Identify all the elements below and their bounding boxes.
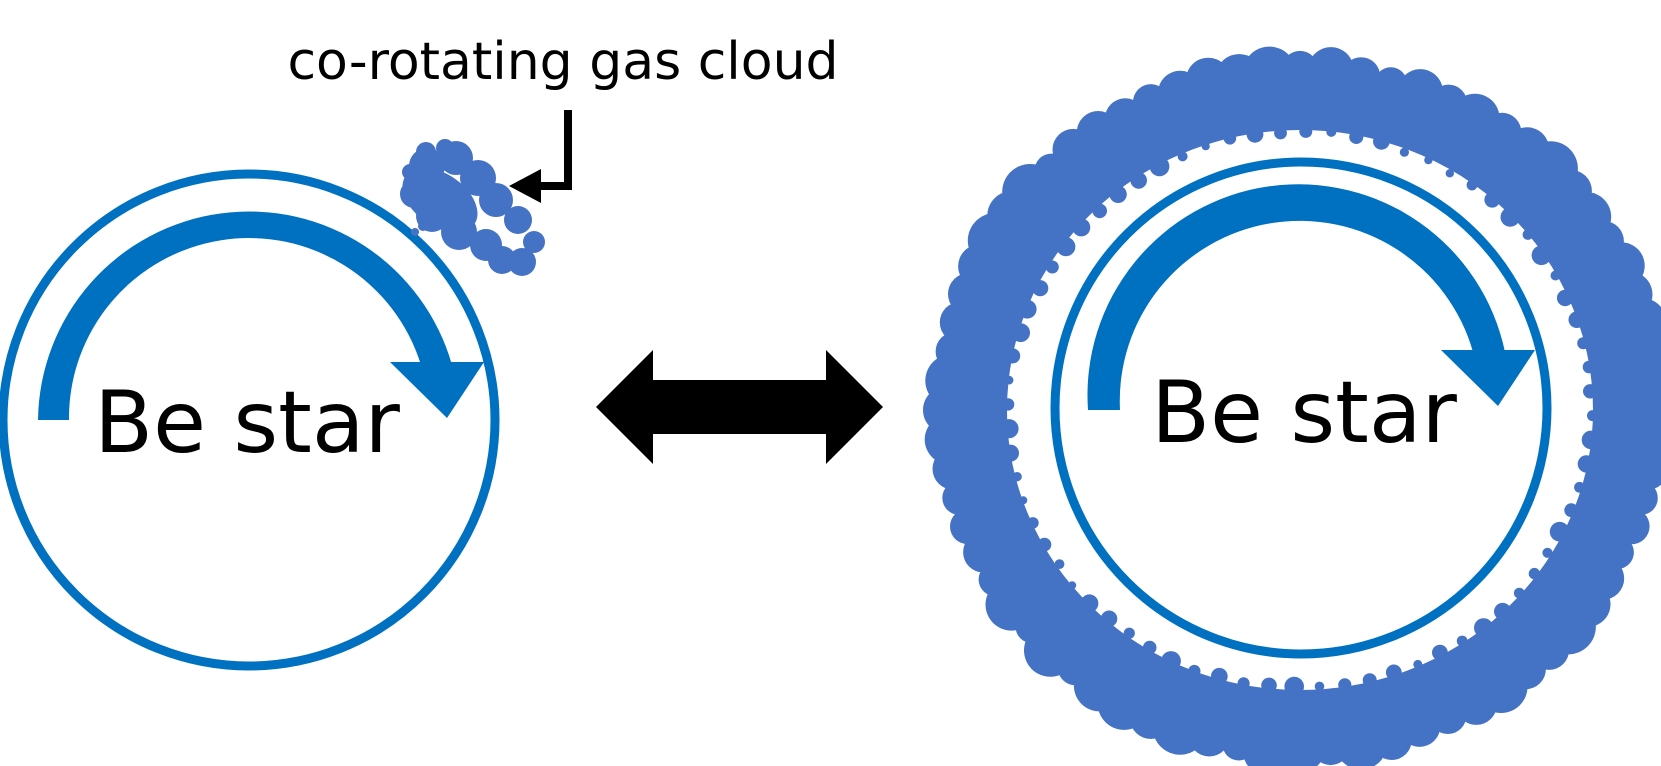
left-star-label: Be star [94,373,400,473]
cloud-label: co-rotating gas cloud [287,32,838,92]
right-star-label: Be star [1151,363,1457,463]
left-panel: Be star co-rotatin [0,32,839,671]
left-rotation-arrow-icon [38,211,484,420]
right-star-circle [1050,157,1552,659]
gas-ring-icon [923,46,1661,766]
cloud-pointer-arrow-icon [509,110,572,203]
right-rotation-arrow-icon [1087,184,1535,410]
left-star-circle [0,169,500,671]
gas-cloud-icon [400,139,545,276]
double-headed-arrow-icon [596,350,883,464]
right-panel: Be star [923,46,1661,766]
